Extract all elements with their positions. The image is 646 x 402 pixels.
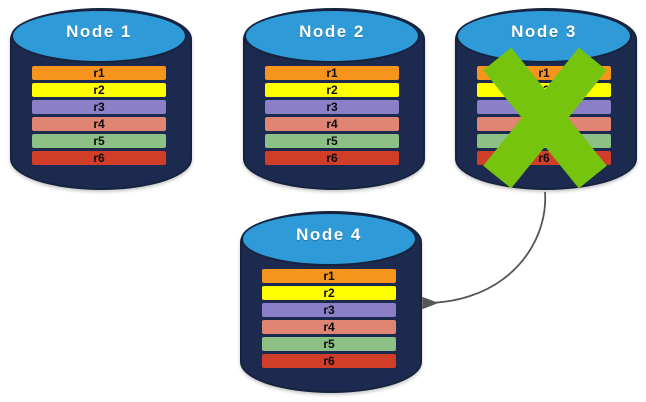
node-1-row-r5: r5 [32, 134, 166, 148]
node-4-rows: r1 r2 r3 r4 r5 r6 [262, 269, 396, 368]
node-2-row-r1: r1 [265, 66, 399, 80]
replication-arrow-path [422, 191, 547, 310]
node-3-row-r2: r2 [477, 83, 611, 97]
node-1-rows: r1 r2 r3 r4 r5 r6 [32, 66, 166, 165]
node-2-row-r5: r5 [265, 134, 399, 148]
node-4-row-r5: r5 [262, 337, 396, 351]
node-1-row-r6: r6 [32, 151, 166, 165]
node-1-row-r2: r2 [32, 83, 166, 97]
node-2-rows: r1 r2 r3 r4 r5 r6 [265, 66, 399, 165]
node-1-cylinder-top [11, 9, 187, 63]
node-2-row-r3: r3 [265, 100, 399, 114]
node-4-row-r1: r1 [262, 269, 396, 283]
node-2-row-r6: r6 [265, 151, 399, 165]
node-2[interactable]: Node 2 r1 r2 r3 r4 r5 r6 [243, 8, 425, 190]
node-3-row-r1: r1 [477, 66, 611, 80]
node-1-row-r3: r3 [32, 100, 166, 114]
node-3-row-r3: r3 [477, 100, 611, 114]
node-4-row-r6: r6 [262, 354, 396, 368]
node-3-row-r5: r5 [477, 134, 611, 148]
node-3-row-r6: r6 [477, 151, 611, 165]
node-1[interactable]: Node 1 r1 r2 r3 r4 r5 r6 [10, 8, 192, 190]
node-2-row-r4: r4 [265, 117, 399, 131]
node-4-row-r3: r3 [262, 303, 396, 317]
node-1-row-r4: r4 [32, 117, 166, 131]
node-1-row-r1: r1 [32, 66, 166, 80]
node-4-row-r4: r4 [262, 320, 396, 334]
node-4[interactable]: Node 4 r1 r2 r3 r4 r5 r6 [240, 211, 422, 393]
node-3-cylinder-top [456, 9, 632, 63]
node-3-rows: r1 r2 r3 r4 r5 r6 [477, 66, 611, 165]
node-3-row-r4: r4 [477, 117, 611, 131]
node-4-cylinder-top [241, 212, 417, 266]
node-3[interactable]: Node 3 r1 r2 r3 r4 r5 r6 [455, 8, 637, 190]
node-4-row-r2: r2 [262, 286, 396, 300]
node-2-cylinder-top [244, 9, 420, 63]
node-2-row-r2: r2 [265, 83, 399, 97]
